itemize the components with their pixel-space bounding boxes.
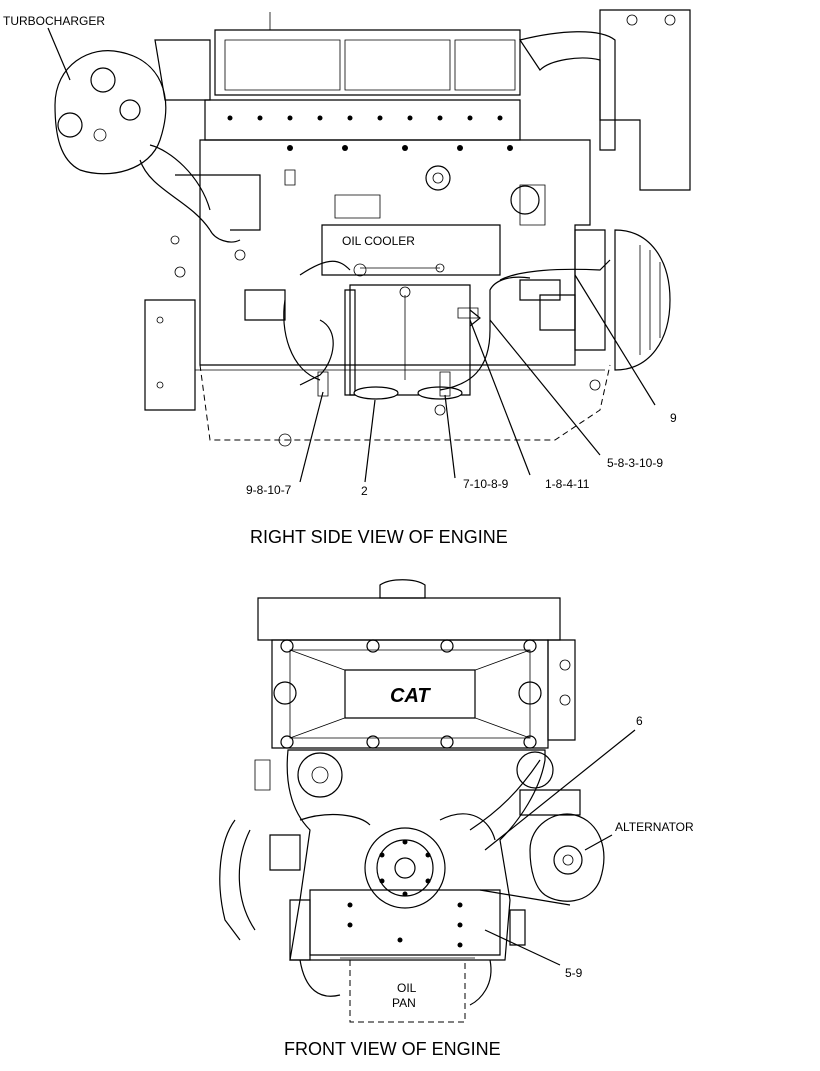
callout-6: 6 bbox=[636, 714, 643, 728]
callout-7-10-8-9: 7-10-8-9 bbox=[463, 477, 509, 491]
callout-9-8-10-7: 9-8-10-7 bbox=[246, 483, 292, 497]
right-side-view: TURBOCHARGER OIL COOLER 9 5-8-3-10-9 9-8… bbox=[3, 9, 691, 547]
front-leader-lines bbox=[484, 729, 636, 966]
front-view-title: FRONT VIEW OF ENGINE bbox=[284, 1039, 501, 1059]
alternator bbox=[519, 789, 605, 902]
right-leader-lines bbox=[47, 27, 656, 483]
callout-9: 9 bbox=[670, 411, 677, 425]
callout-5-9: 5-9 bbox=[565, 966, 583, 980]
turbocharger-label: TURBOCHARGER bbox=[3, 14, 105, 28]
front-view: CAT bbox=[219, 579, 694, 1059]
right-engine-block bbox=[144, 9, 691, 447]
right-oil-lines bbox=[283, 259, 611, 397]
cat-logo: CAT bbox=[390, 685, 431, 707]
callout-5-8-3-10-9: 5-8-3-10-9 bbox=[607, 456, 663, 470]
callout-2: 2 bbox=[361, 484, 368, 498]
turbocharger bbox=[54, 39, 261, 243]
right-view-title: RIGHT SIDE VIEW OF ENGINE bbox=[250, 527, 508, 547]
alternator-label: ALTERNATOR bbox=[615, 820, 694, 834]
oil-pan-label-line2: PAN bbox=[392, 996, 416, 1010]
oil-pan-label-line1: OIL bbox=[397, 981, 417, 995]
front-engine-body: CAT bbox=[219, 579, 605, 1023]
callout-1-8-4-11: 1-8-4-11 bbox=[545, 477, 590, 491]
oil-cooler-label: OIL COOLER bbox=[342, 234, 415, 248]
